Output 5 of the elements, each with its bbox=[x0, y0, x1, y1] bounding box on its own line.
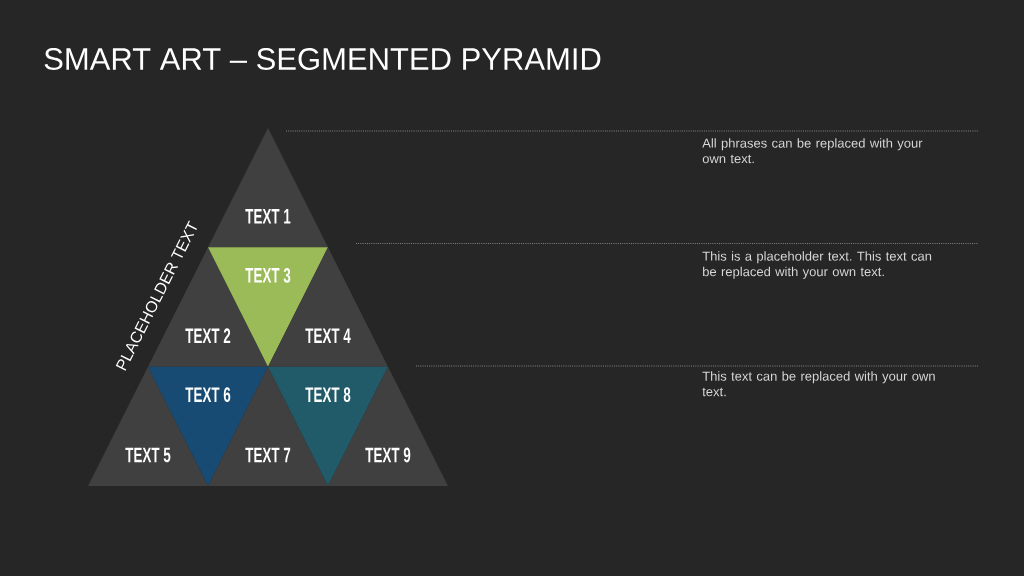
triangle-segment: TEXT 1 bbox=[208, 128, 328, 248]
title: SMART ART – SEGMENTED PYRAMID bbox=[44, 48, 601, 70]
body-text: This is a placeholder text. This text can be replaced with your own text. bbox=[702, 251, 932, 279]
body-text: This text can be replaced with your own text. bbox=[702, 371, 935, 397]
body-text: All phrases can be replaced with your own text. bbox=[702, 138, 923, 164]
